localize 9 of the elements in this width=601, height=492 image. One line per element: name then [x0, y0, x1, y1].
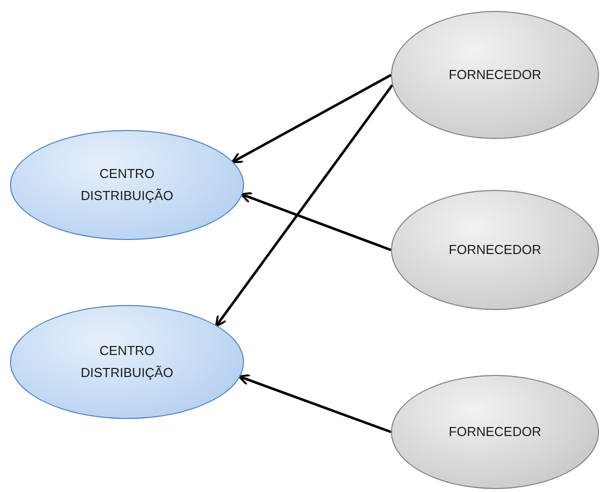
node-label: FORNECEDOR [448, 423, 542, 441]
arrow [240, 192, 392, 252]
node-label: CENTRO DISTRIBUIÇÃO [80, 342, 174, 382]
node-label: FORNECEDOR [448, 241, 542, 259]
arrow [215, 84, 394, 328]
node-label: FORNECEDOR [448, 66, 542, 84]
arrow [231, 74, 392, 164]
node-label: CENTRO DISTRIBUIÇÃO [80, 165, 174, 205]
arrow [238, 374, 392, 434]
